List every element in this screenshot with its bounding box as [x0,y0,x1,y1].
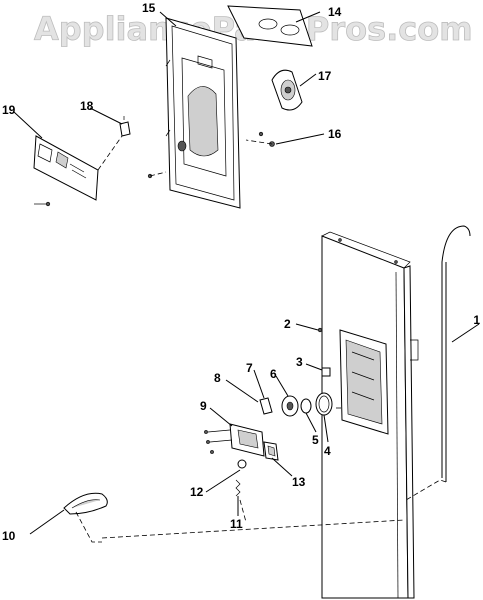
part-15-dispenser-housing [165,17,241,209]
leader-lines [13,11,480,535]
callout-11: 11 [230,517,243,531]
callouts: 1 2 3 4 5 6 7 8 9 10 11 12 13 14 15 16 1… [2,1,480,543]
part-19-control-board [33,135,99,207]
callout-10: 10 [2,529,16,543]
part-door-panel [321,231,419,599]
part-7-lever [259,397,273,415]
callout-1: 1 [473,313,480,327]
callout-13: 13 [292,475,306,489]
part-2-screw [317,327,323,333]
callout-6: 6 [270,367,277,381]
callout-9: 9 [200,399,207,413]
part-13-switch [263,441,279,461]
callout-5: 5 [312,433,319,447]
callout-14: 14 [328,5,342,19]
callout-16: 16 [328,127,342,141]
callout-4: 4 [324,444,331,458]
callout-12: 12 [190,485,204,499]
part-12-gear [237,459,247,469]
assembly-lines [75,135,447,543]
part-14-overlay [227,5,313,47]
part-5-ring [300,398,312,414]
part-18-switch [119,116,131,137]
part-17-paddle [271,69,303,111]
part-10-shield [63,492,108,515]
callout-2: 2 [284,317,291,331]
callout-19: 19 [2,103,16,117]
callout-15: 15 [142,1,156,15]
part-16-screw [147,131,275,179]
callout-17: 17 [318,69,332,83]
part-1-tube [441,225,471,482]
part-9-motor-bracket [204,423,265,457]
part-4-ring [315,392,333,416]
callout-8: 8 [214,371,221,385]
callout-3: 3 [296,355,303,369]
part-11-spring [235,479,241,497]
callout-7: 7 [246,361,253,375]
callout-18: 18 [80,99,94,113]
part-6-solenoid [281,395,299,417]
part-3-clip [321,367,331,377]
